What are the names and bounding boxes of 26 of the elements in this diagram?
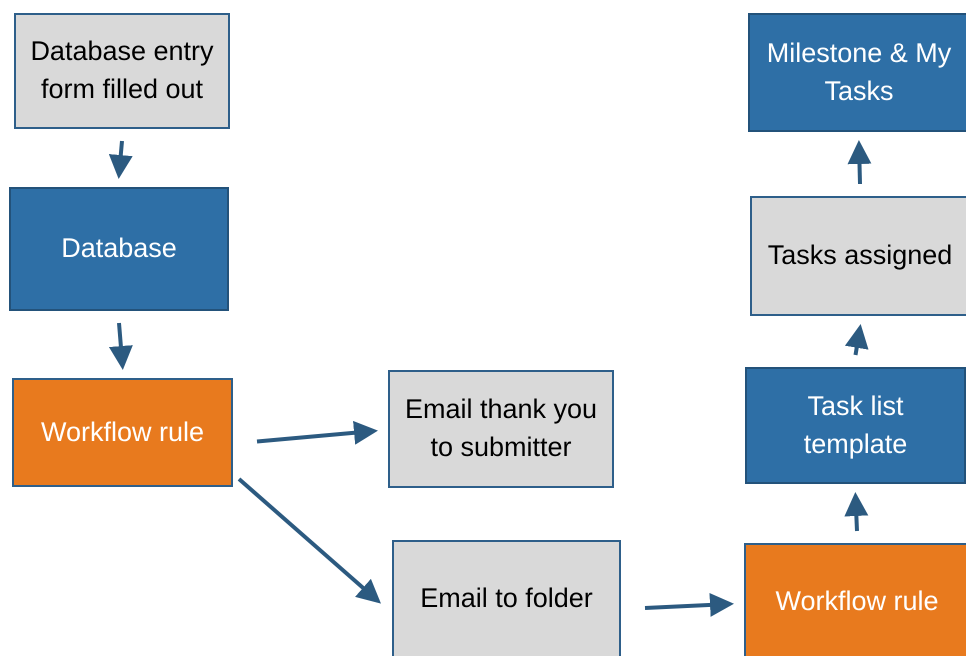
process-box (388, 370, 614, 488)
process-box (745, 367, 966, 484)
box-label: Database entry form filled out (29, 35, 215, 106)
arrow (848, 140, 872, 184)
box-label: Database (61, 232, 177, 266)
arrow (844, 492, 868, 532)
box-label: Task list template (802, 390, 908, 461)
process-box (744, 543, 966, 656)
arrow (108, 322, 133, 370)
box-label: Workflow rule (775, 585, 939, 618)
arrow (108, 140, 133, 179)
process-box (392, 540, 621, 656)
box-label: Email thank you to submitter (404, 393, 598, 464)
box-label: Email to folder (420, 582, 593, 616)
process-box (9, 187, 229, 311)
box-label: Tasks assigned (768, 239, 952, 272)
arrow (238, 478, 381, 604)
arrow (844, 324, 869, 356)
arrow (644, 592, 734, 617)
box-label: Workflow rule (40, 416, 204, 449)
arrow (256, 420, 378, 445)
process-box (748, 13, 966, 132)
box-label: Milestone & My Tasks (766, 36, 952, 108)
process-box (14, 13, 230, 129)
process-box (12, 378, 233, 487)
process-box (750, 196, 966, 316)
